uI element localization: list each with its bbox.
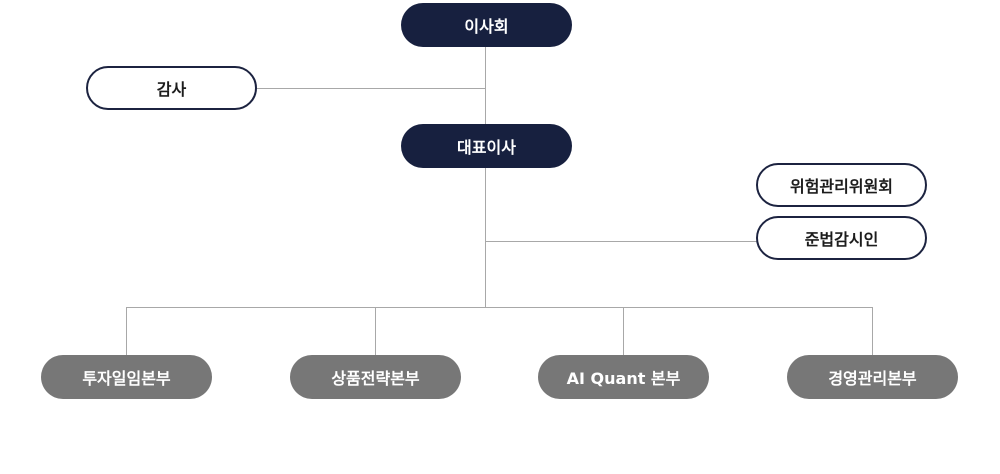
division-node-management: 경영관리본부 — [787, 355, 958, 399]
risk-committee-node: 위험관리위원회 — [756, 163, 927, 207]
connector-board-ceo — [485, 46, 486, 126]
connector-division-4 — [872, 307, 873, 357]
connector-division-2 — [375, 307, 376, 357]
division-node-investment: 투자일임본부 — [41, 355, 212, 399]
connector-auditor — [256, 88, 485, 89]
connector-compliance — [485, 241, 757, 242]
division-node-product-strategy: 상품전략본부 — [290, 355, 461, 399]
auditor-node: 감사 — [86, 66, 257, 110]
connector-division-bus — [126, 307, 873, 308]
connector-ceo-divisions — [485, 167, 486, 307]
connector-division-1 — [126, 307, 127, 357]
board-node: 이사회 — [401, 3, 572, 47]
connector-division-3 — [623, 307, 624, 357]
division-node-ai-quant: AI Quant 본부 — [538, 355, 709, 399]
compliance-officer-node: 준법감시인 — [756, 216, 927, 260]
ceo-node: 대표이사 — [401, 124, 572, 168]
